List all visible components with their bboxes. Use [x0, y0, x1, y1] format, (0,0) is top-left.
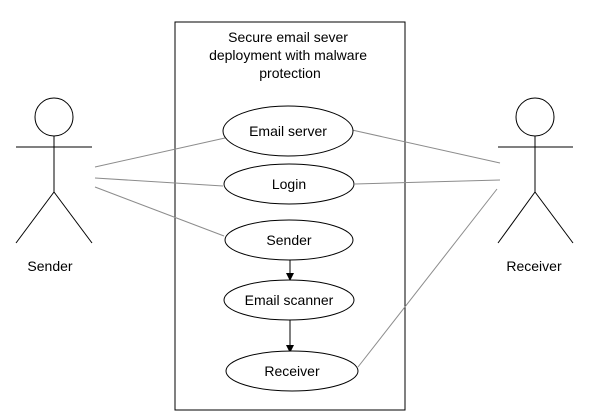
use-case-login-shape: [223, 163, 355, 205]
actor-receiver-left-leg: [497, 191, 536, 244]
assoc-sender-email-server: [94, 137, 226, 168]
system-title-line-2: deployment with malware: [209, 47, 367, 63]
use-case-email-scanner-label: Email scanner: [245, 292, 334, 308]
assoc-receiver-email-server: [351, 129, 501, 164]
use-case-email-scanner: Email scanner: [223, 279, 355, 321]
use-case-email-server: Email server: [222, 105, 354, 157]
system-title-line-1: Secure email sever: [228, 29, 348, 45]
associations: [94, 129, 501, 368]
assoc-sender-login: [94, 177, 224, 187]
use-case-sender: Sender: [224, 219, 354, 261]
actor-sender-right-leg: [53, 191, 93, 244]
use-case-receiver-shape: [225, 350, 359, 392]
actor-sender: [15, 97, 93, 244]
use-case-email-server-shape: [222, 105, 354, 157]
use-case-receiver-label: Receiver: [264, 363, 320, 379]
use-case-login-label: Login: [272, 176, 306, 192]
system-boundary: [174, 21, 406, 411]
actor-sender-head: [34, 97, 74, 137]
actor-sender-label: Sender: [27, 258, 72, 274]
use-case-login: Login: [223, 163, 355, 205]
use-case-email-scanner-shape: [223, 279, 355, 321]
use-case-receiver: Receiver: [225, 350, 359, 392]
actor-receiver: [497, 97, 574, 244]
actor-receiver-head: [515, 97, 555, 137]
actor-receiver-label: Receiver: [506, 258, 562, 274]
actor-sender-left-leg: [15, 191, 55, 244]
use-case-sender-label: Sender: [266, 232, 311, 248]
use-case-sender-shape: [224, 219, 354, 261]
assoc-sender-sender-usecase: [94, 186, 225, 237]
assoc-receiver-login: [354, 179, 501, 185]
actor-receiver-right-leg: [534, 191, 574, 244]
assoc-receiver-receiver-usecase: [357, 188, 498, 368]
use-case-email-server-label: Email server: [249, 123, 327, 139]
system-title-line-3: protection: [259, 65, 320, 81]
system-title: Secure email sever deployment with malwa…: [209, 29, 371, 81]
